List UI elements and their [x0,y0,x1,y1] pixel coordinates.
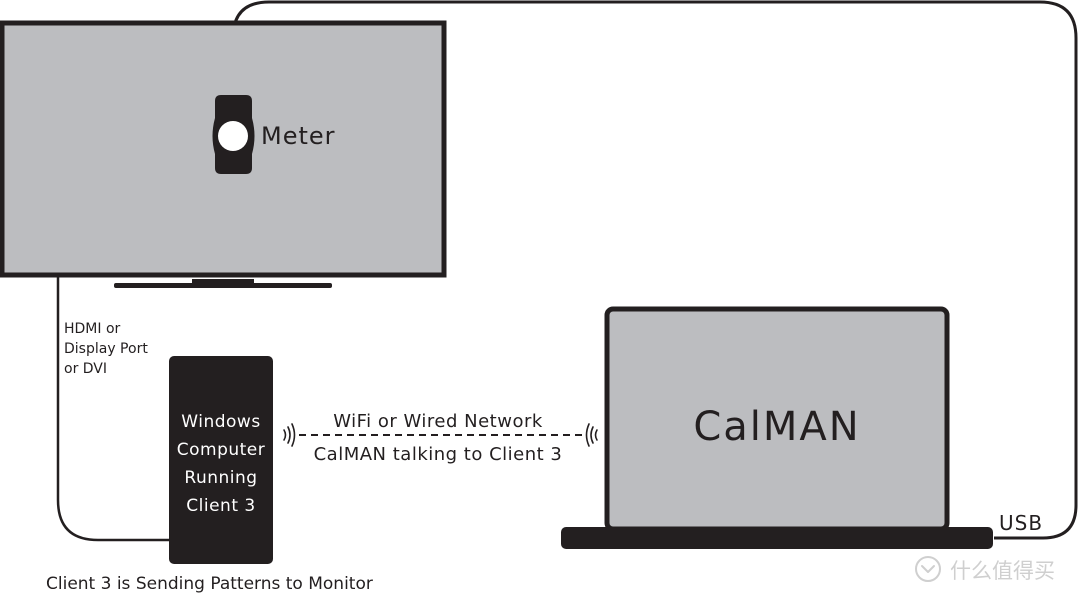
usb-label: USB [999,511,1043,535]
network-label-top: WiFi or Wired Network [333,411,543,432]
client-computer-line1: Windows [181,412,260,432]
video-connection-label-line1: HDMI or [64,321,121,337]
client-computer-line2: Computer [177,440,266,460]
video-connection-label-line3: or DVI [64,361,107,377]
laptop [561,306,993,549]
video-cable [56,276,170,542]
video-connection-label-line2: Display Port [64,341,148,357]
smzdm-logo-icon [915,556,941,582]
watermark-text: 什么值得买 [950,559,1055,583]
client-computer [169,356,273,564]
meter-device [212,95,255,174]
usb-cable [231,0,1078,540]
network-label-bottom: CalMAN talking to Client 3 [314,444,563,465]
wireless-waves-right-icon [585,423,598,447]
monitor-stand-base [114,283,332,288]
client-computer-line3: Running [184,468,257,488]
diagram-caption: Client 3 is Sending Patterns to Monitor [46,574,373,594]
client-computer-line4: Client 3 [186,496,255,516]
wireless-waves-left-icon [283,423,296,447]
meter-sensor [218,121,248,151]
laptop-screen-label: CalMAN [693,404,860,450]
monitor-stand-neck [192,279,254,284]
meter-label: Meter [261,122,336,150]
laptop-base [561,527,993,549]
